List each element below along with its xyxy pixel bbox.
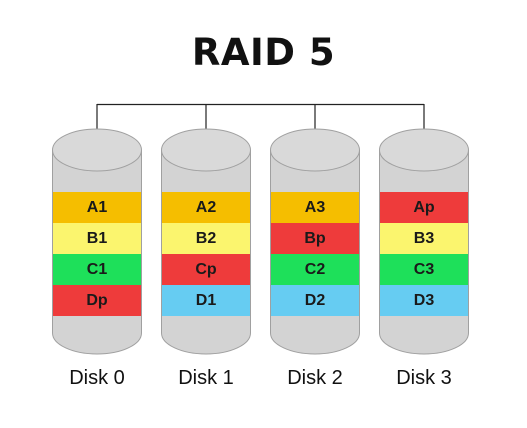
block-b3: B3 — [380, 223, 468, 254]
diagram-title: RAID 5 — [191, 31, 336, 74]
block-b1: B1 — [53, 223, 141, 254]
disk-label-0: Disk 0 — [69, 367, 125, 389]
block-d3: D3 — [380, 285, 468, 316]
block-cp-parity: Cp — [162, 254, 250, 285]
block-c3: C3 — [380, 254, 468, 285]
block-d1: D1 — [162, 285, 250, 316]
block-a1: A1 — [53, 192, 141, 223]
block-bp-parity: Bp — [271, 223, 359, 254]
disk-1: A2 B2 Cp D1 — [161, 128, 251, 355]
block-dp-parity: Dp — [53, 285, 141, 316]
block-c1: C1 — [53, 254, 141, 285]
disk-label-3: Disk 3 — [396, 367, 452, 389]
block-ap-parity: Ap — [380, 192, 468, 223]
disk-3: Ap B3 C3 D3 — [379, 128, 469, 355]
disk-label-1: Disk 1 — [178, 367, 234, 389]
block-d2: D2 — [271, 285, 359, 316]
disk-0: A1 B1 C1 Dp — [52, 128, 142, 355]
block-b2: B2 — [162, 223, 250, 254]
block-a3: A3 — [271, 192, 359, 223]
disk-label-2: Disk 2 — [287, 367, 343, 389]
block-a2: A2 — [162, 192, 250, 223]
block-c2: C2 — [271, 254, 359, 285]
disk-2: A3 Bp C2 D2 — [270, 128, 360, 355]
